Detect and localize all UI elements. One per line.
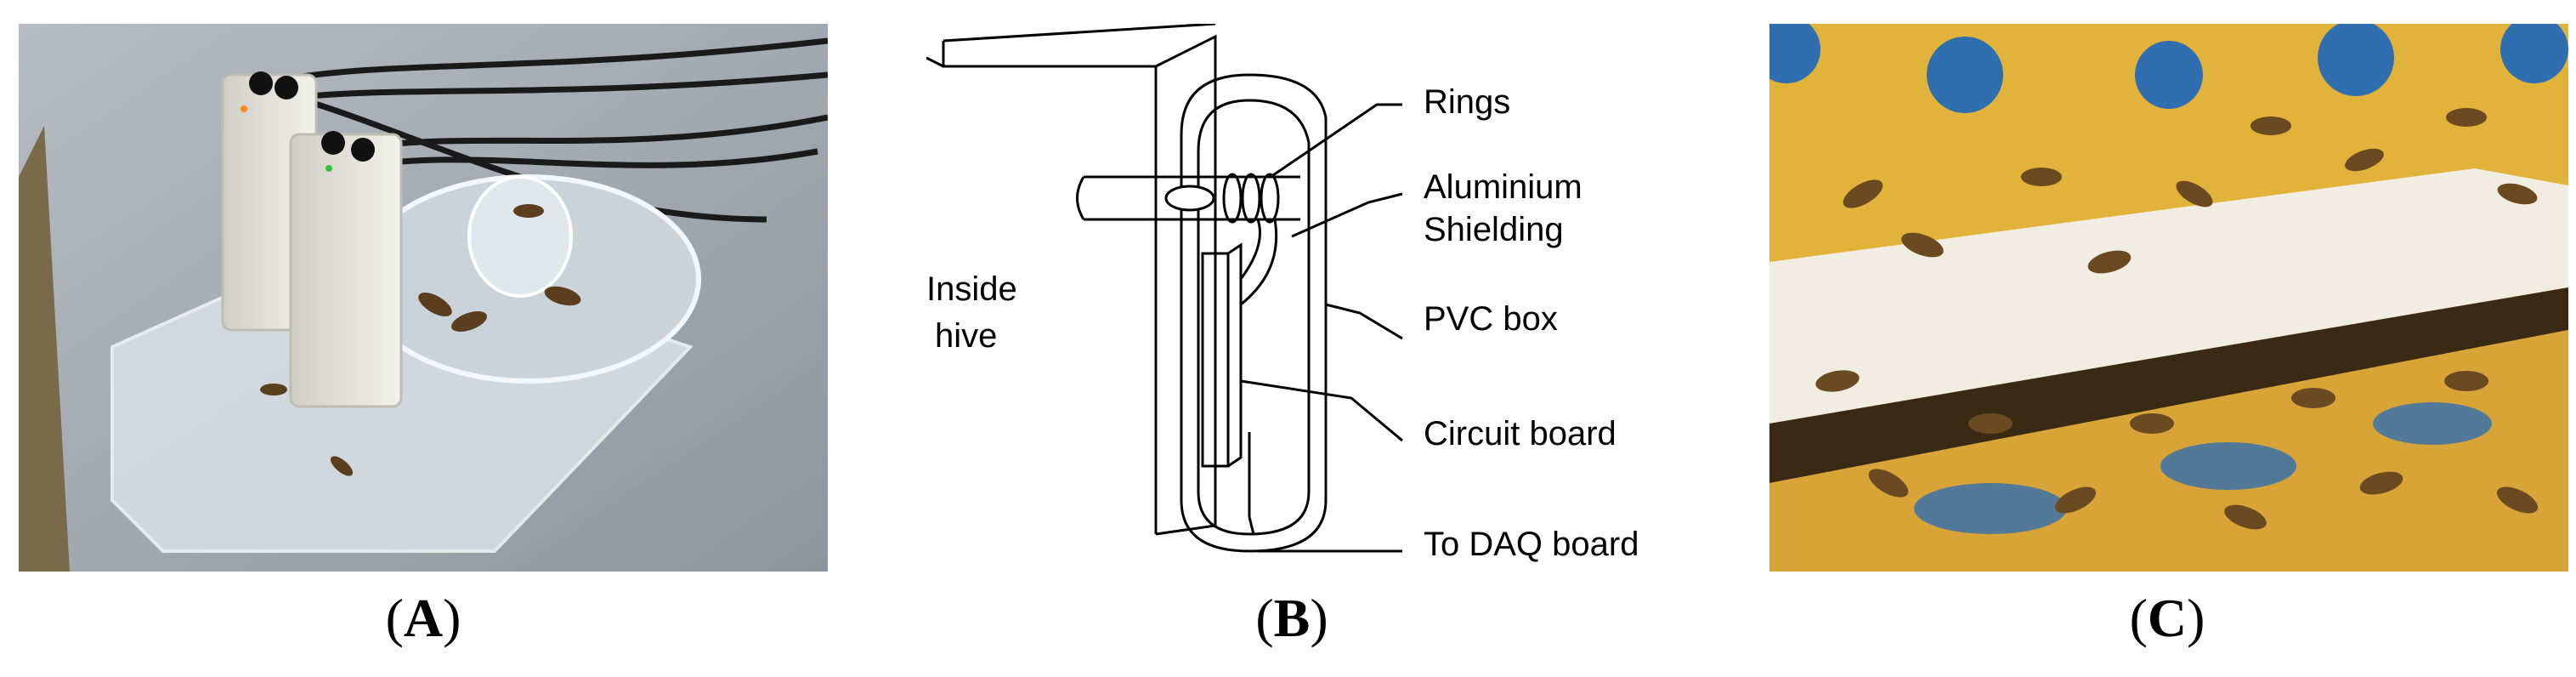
callout-pvc-box: PVC box bbox=[1424, 300, 1558, 338]
led-orange bbox=[241, 105, 247, 112]
sensor-box-2 bbox=[289, 133, 403, 408]
connector-2 bbox=[275, 76, 298, 100]
callout-daq-board: To DAQ board bbox=[1424, 526, 1639, 563]
device-photo-illustration bbox=[19, 24, 828, 572]
panel-c-photo bbox=[1769, 24, 2568, 572]
wires bbox=[1239, 219, 1278, 535]
aluminium-shield bbox=[1197, 99, 1311, 536]
callout-lines bbox=[1240, 103, 1403, 553]
label-inside: Inside bbox=[926, 270, 1017, 308]
callout-aluminium: Aluminium bbox=[1424, 168, 1582, 206]
blue-dots bbox=[1769, 24, 2568, 113]
led-green bbox=[326, 165, 332, 172]
bee-in-tube bbox=[1164, 185, 1215, 212]
bees-c bbox=[1815, 108, 2539, 530]
dark-slot bbox=[1769, 287, 2568, 483]
hive-entrance-illustration bbox=[1769, 24, 2568, 572]
sensor-schematic: Inside hive Rings Aluminium Shielding PV… bbox=[926, 22, 1639, 563]
caption-c: (C) bbox=[2129, 588, 2205, 648]
ground-strip bbox=[19, 126, 70, 572]
bees-a bbox=[260, 204, 581, 476]
callout-rings: Rings bbox=[1424, 83, 1510, 121]
callout-shielding: Shielding bbox=[1424, 211, 1564, 248]
white-entrance-reducer bbox=[1769, 168, 2568, 424]
hive-wall bbox=[926, 22, 1217, 536]
connector-3 bbox=[321, 131, 345, 155]
blue-paint-board bbox=[1914, 402, 2492, 534]
entrance-tube bbox=[1076, 175, 1300, 221]
connector-1 bbox=[249, 71, 273, 95]
rings bbox=[1222, 173, 1280, 224]
label-hive: hive bbox=[935, 317, 997, 355]
glass-feeder bbox=[467, 175, 573, 298]
caption-a: (A) bbox=[385, 588, 461, 648]
panel-a-photo bbox=[19, 24, 828, 572]
circuit-board bbox=[1201, 242, 1243, 468]
pvc-box bbox=[1180, 73, 1328, 553]
caption-b: (B) bbox=[1255, 588, 1328, 648]
callout-circuit-board: Circuit board bbox=[1424, 415, 1616, 452]
connector-4 bbox=[351, 138, 375, 162]
panel-b-diagram: Inside hive Rings Aluminium Shielding PV… bbox=[926, 22, 1691, 572]
